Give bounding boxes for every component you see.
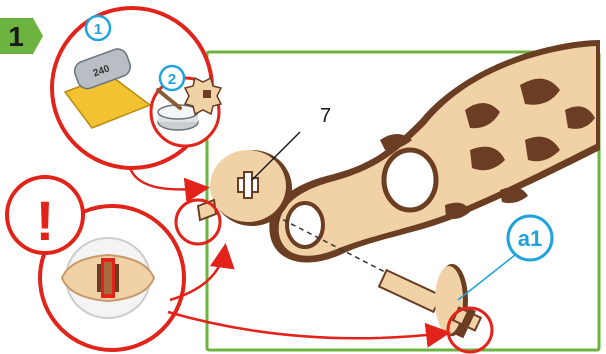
warning-to-part-7-arrow — [169, 243, 235, 302]
warning-icon: ! — [5, 175, 85, 255]
sandpaper-icon: 240 — [63, 48, 152, 129]
sub-step-2-badge — [158, 64, 186, 92]
preparation-callout: 240 1 2 — [50, 6, 223, 170]
sub-step-1-label: 1 — [94, 21, 102, 38]
sub-step-1-badge: 1 — [84, 14, 112, 42]
wooden-frame-arm — [269, 40, 600, 263]
wax-callout: 2 — [149, 64, 223, 148]
warning-to-part-a1-arrow — [167, 310, 451, 348]
sub-step-2-label: 2 — [168, 71, 176, 88]
part-a1-leader — [457, 254, 516, 301]
part-7-disc — [196, 150, 292, 226]
part-number-label: 7 — [320, 105, 331, 127]
part-7-leader — [251, 131, 301, 181]
step-number: 1 — [8, 21, 24, 52]
prep-to-part-arrow — [128, 167, 210, 203]
part-a1-axle — [377, 264, 483, 339]
part-id-label: a1 — [518, 226, 542, 251]
warning-detail-callout — [38, 204, 186, 352]
part-id-callout: a1 — [506, 214, 554, 262]
highlight-part-7 — [174, 198, 222, 246]
warning-symbol: ! — [36, 189, 55, 252]
step-badge: 1 — [0, 18, 43, 54]
wax-icon — [156, 76, 223, 131]
